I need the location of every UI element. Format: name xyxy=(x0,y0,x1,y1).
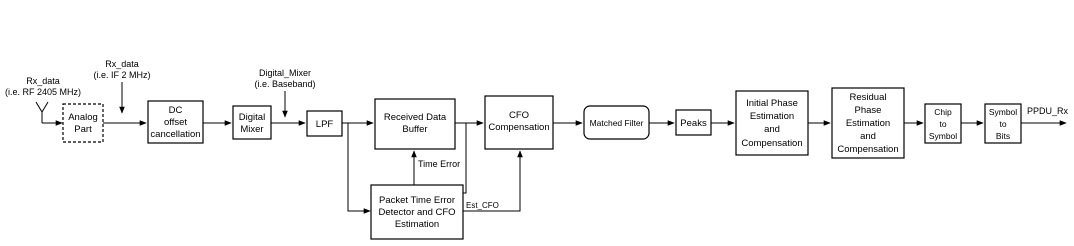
residual-phase-block: Residual Phase Estimation and Compensati… xyxy=(831,87,905,159)
initial-phase-line-4: Compensation xyxy=(741,138,802,149)
ptee-line-2: Detector and CFO xyxy=(378,207,455,218)
dc-offset-line-1: DC xyxy=(169,105,183,116)
cfo-compensation-block: CFO Compensation xyxy=(484,95,554,150)
received-data-buffer-block: Received Data Buffer xyxy=(374,98,456,150)
antenna-icon xyxy=(35,101,49,123)
lpf-block: LPF xyxy=(306,110,343,137)
cfo-line-2: Compensation xyxy=(488,122,549,133)
residual-phase-line-4: and xyxy=(860,131,876,142)
rx-rf-sublabel: (i.e. RF 2405 MHz) xyxy=(5,87,81,97)
digital-mixer-block: Digital Mixer xyxy=(232,105,272,140)
time-error-label: Time Error xyxy=(418,159,460,169)
cfo-line-1: CFO xyxy=(509,110,529,121)
ptee-line-3: Estimation xyxy=(395,219,439,230)
mixer-input-label: Digital_Mixer xyxy=(259,68,311,78)
peaks-label: Peaks xyxy=(680,118,707,129)
initial-phase-line-3: and xyxy=(764,124,780,135)
symbol-to-bits-block: Symbol to Bits xyxy=(984,103,1022,144)
symbol-line-2: to xyxy=(999,119,1006,129)
initial-phase-line-1: Initial Phase xyxy=(746,98,798,109)
symbol-line-1: Symbol xyxy=(989,107,1017,117)
residual-phase-line-5: Compensation xyxy=(837,144,898,155)
chip-line-2: to xyxy=(939,119,946,129)
buffer-line-2: Buffer xyxy=(402,124,427,135)
dc-offset-block: DC offset cancellation xyxy=(147,100,204,144)
wire-est-cfo xyxy=(463,150,523,212)
output-label: PPDU_Rx xyxy=(1027,106,1069,116)
chip-line-1: Chip xyxy=(934,107,952,117)
rx-if-sublabel: (i.e. IF 2 MHz) xyxy=(93,70,150,80)
symbol-line-3: Bits xyxy=(996,131,1010,141)
peaks-block: Peaks xyxy=(675,109,712,136)
mixer-input-sublabel: (i.e. Baseband) xyxy=(254,79,315,89)
chip-to-symbol-block: Chip to Symbol xyxy=(924,103,962,144)
digital-mixer-line-2: Mixer xyxy=(240,124,263,135)
packet-time-error-block: Packet Time Error Detector and CFO Estim… xyxy=(370,184,464,240)
wire-lpf-branch-ptee xyxy=(347,123,371,214)
matched-filter-block: Matched Filter xyxy=(583,105,650,140)
digital-mixer-line-1: Digital xyxy=(239,112,265,123)
analog-part-block: Analog Part xyxy=(62,103,104,143)
residual-phase-line-2: Phase xyxy=(855,105,882,116)
buffer-line-1: Received Data xyxy=(384,112,447,123)
matched-filter-label: Matched Filter xyxy=(590,118,644,128)
analog-part-line-1: Analog xyxy=(68,112,98,123)
initial-phase-block: Initial Phase Estimation and Compensatio… xyxy=(735,90,809,156)
est-cfo-label: Est_CFO xyxy=(466,201,499,210)
dc-offset-line-2: offset xyxy=(164,117,187,128)
residual-phase-line-1: Residual xyxy=(850,92,887,103)
lpf-label: LPF xyxy=(316,119,334,130)
residual-phase-line-3: Estimation xyxy=(846,118,890,129)
rx-if-label: Rx_data xyxy=(105,59,139,69)
initial-phase-line-2: Estimation xyxy=(750,111,794,122)
rx-rf-label: Rx_data xyxy=(26,76,60,86)
ptee-line-1: Packet Time Error xyxy=(379,195,455,206)
chip-line-3: Symbol xyxy=(929,131,957,141)
analog-part-line-2: Part xyxy=(74,124,92,135)
dc-offset-line-3: cancellation xyxy=(150,129,200,140)
